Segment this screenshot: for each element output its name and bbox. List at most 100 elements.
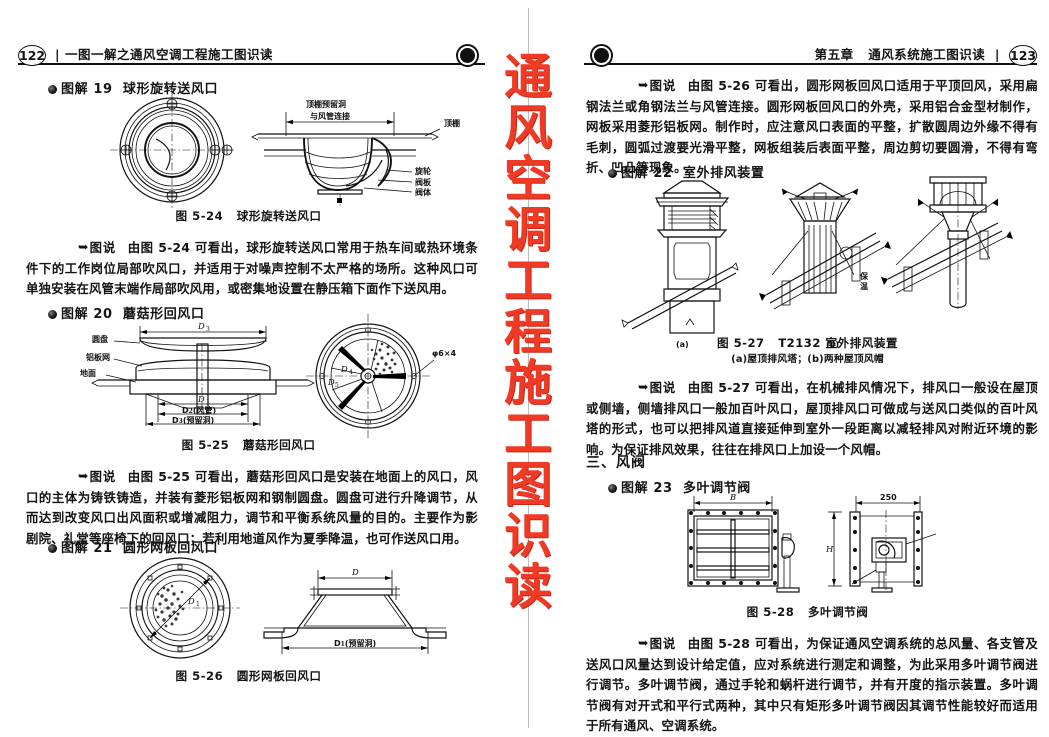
- running-head-chapter: 第五章: [814, 47, 854, 62]
- vtitle-char: 读: [503, 559, 552, 615]
- paragraph-fig-5-28: ➥图说 由图 5-28 可看出，为保证通风空调系统的总风量、各支管及送风口风量达…: [586, 634, 1038, 737]
- figure-number: 图 5-25: [181, 438, 230, 452]
- svg-text:旋轮: 旋轮: [414, 166, 431, 176]
- svg-text:顶棚预留洞: 顶棚预留洞: [306, 99, 346, 109]
- running-head-rule: [18, 63, 485, 65]
- section-label: 图解 19: [61, 82, 113, 97]
- figure-5-28-caption: 图 5-28 多叶调节阀: [566, 604, 1049, 620]
- paragraph-body: 由图 5-27 可看出，在机械排风情况下，排风口一般设在屋顶或侧墙，侧墙排风口一…: [586, 380, 1039, 457]
- running-head-title: 通风系统施工图识读: [868, 47, 986, 62]
- svg-text:阀板: 阀板: [415, 177, 432, 187]
- vtitle-char: 图: [503, 457, 552, 513]
- sub-heading-valves: 三、风阀: [586, 455, 646, 471]
- figure-number: 图 5-24: [175, 209, 224, 223]
- figure-5-25-caption: 图 5-25 蘑菇形回风口: [0, 437, 497, 453]
- filled-circle-bullet-icon: [48, 544, 57, 553]
- paragraph-lead: 图说: [649, 636, 677, 651]
- figure-5-28-drawing: B: [666, 490, 1006, 602]
- section-heading-22: 图解 22 室外排风装置: [608, 162, 765, 181]
- svg-text:D: D: [340, 364, 348, 374]
- svg-text:D: D: [187, 596, 195, 606]
- svg-text:φ6×4: φ6×4: [432, 349, 457, 358]
- paragraph-body: 由图 5-24 可看出，球形旋转送风口常用于热车间或热环境条件下的工作岗位局部吹…: [26, 240, 479, 296]
- section-title: 室外排风装置: [682, 166, 765, 181]
- figure-title: 多叶调节阀: [807, 605, 869, 619]
- double-arrow-icon: ➥: [78, 468, 88, 483]
- svg-text:3: 3: [206, 326, 210, 333]
- paragraph-fig-5-27: ➥图说 由图 5-27 可看出，在机械排风情况下，排风口一般设在屋顶或侧墙，侧墙…: [586, 378, 1038, 460]
- paragraph-body: 由图 5-28 可看出，为保证通风空调系统的总风量、各支管及送风口风量达到设计给…: [586, 636, 1039, 733]
- vtitle-char: 工: [503, 406, 552, 462]
- figure-title: 蘑菇形回风口: [242, 438, 316, 452]
- figure-5-24-caption: 图 5-24 球形旋转送风口: [0, 208, 497, 224]
- filled-circle-bullet-icon: [608, 169, 617, 178]
- left-page-number: 122: [18, 45, 46, 66]
- svg-text:4: 4: [349, 369, 353, 376]
- double-arrow-icon: ➥: [638, 635, 648, 650]
- figure-title: T2132 室外排风装置: [778, 336, 899, 350]
- left-running-head: 122 | 一图一解之通风空调工程施工图识读: [18, 44, 485, 68]
- right-running-head-text: 第五章 通风系统施工图识读 |: [811, 44, 1003, 63]
- vtitle-char: 施: [503, 355, 552, 411]
- running-head-separator: |: [55, 47, 61, 62]
- svg-text:D: D: [197, 394, 205, 404]
- svg-text:(a): (a): [676, 340, 689, 349]
- svg-text:B: B: [729, 492, 736, 502]
- svg-text:250: 250: [880, 493, 897, 502]
- filled-circle-icon: [592, 46, 611, 65]
- section-title: 蘑菇形回风口: [122, 307, 205, 322]
- paragraph-body: 由图 5-26 可看出，圆形网板回风口适用于平顶回风，采用扁钢法兰或角钢法兰与风…: [586, 78, 1039, 175]
- svg-text:D: D: [197, 321, 205, 331]
- paragraph-fig-5-25: ➥图说 由图 5-25 可看出，蘑菇形回风口是安装在地面上的风口，风口的主体为铸…: [26, 467, 478, 549]
- filled-circle-bullet-icon: [48, 310, 57, 319]
- figure-title: 球形旋转送风口: [236, 209, 322, 223]
- svg-text:1: 1: [206, 399, 210, 406]
- vertical-book-title: 通 风 空 调 工 程 施 工 图 识 读: [494, 52, 562, 692]
- svg-text:圆盘: 圆盘: [92, 334, 108, 344]
- svg-text:温: 温: [860, 281, 868, 291]
- svg-text:D2(风管): D2(风管): [182, 405, 216, 415]
- svg-text:顶棚: 顶棚: [444, 118, 460, 128]
- section-heading-19: 图解 19 球形旋转送风口: [48, 78, 218, 97]
- filled-circle-bullet-icon: [608, 484, 617, 493]
- paragraph-fig-5-26: ➥图说 由图 5-26 可看出，圆形网板回风口适用于平顶回风，采用扁钢法兰或角钢…: [586, 76, 1038, 179]
- filled-circle-icon: [458, 46, 477, 65]
- svg-text:H: H: [825, 544, 834, 554]
- paragraph-lead: 图说: [649, 78, 677, 93]
- figure-title: 圆形网板回风口: [236, 669, 322, 683]
- right-page-number: 123: [1009, 45, 1037, 66]
- svg-text:D1(预留洞): D1(预留洞): [334, 638, 376, 648]
- running-head-rule: [584, 63, 1037, 65]
- section-title: 多叶调节阀: [682, 481, 751, 496]
- spine-divider: [528, 8, 529, 728]
- svg-text:D: D: [351, 567, 359, 577]
- paragraph-lead: 图说: [649, 380, 677, 395]
- vtitle-char: 工: [503, 253, 552, 309]
- vtitle-char: 调: [503, 202, 552, 258]
- vtitle-char: 识: [503, 508, 552, 564]
- section-heading-21: 图解 21 圆形网板回风口: [48, 537, 218, 556]
- filled-circle-bullet-icon: [48, 85, 57, 94]
- svg-text:5: 5: [335, 382, 339, 389]
- vtitle-char: 通: [503, 49, 552, 105]
- svg-text:1: 1: [196, 601, 200, 608]
- vtitle-char: 风: [503, 100, 552, 156]
- left-page: 122 | 一图一解之通风空调工程施工图识读 图解 19 球形旋转送风口: [0, 0, 497, 736]
- paragraph-lead: 图说: [89, 240, 117, 255]
- figure-5-27-caption: 图 5-27 T2132 室外排风装置: [566, 335, 1049, 351]
- running-head-separator: |: [994, 47, 1000, 62]
- figure-number: 图 5-28: [746, 605, 795, 619]
- double-arrow-icon: ➥: [78, 239, 88, 254]
- section-heading-20: 图解 20 蘑菇形回风口: [48, 303, 205, 322]
- figure-number: 图 5-26: [175, 669, 224, 683]
- svg-text:(b): (b): [826, 340, 839, 349]
- svg-text:与风管连接: 与风管连接: [310, 111, 350, 121]
- svg-text:D: D: [327, 377, 335, 387]
- figure-5-27-drawing: (a): [600, 175, 1040, 349]
- section-label: 图解 23: [621, 481, 673, 496]
- paragraph-body: 由图 5-25 可看出，蘑菇形回风口是安装在地面上的风口，风口的主体为铸铁铸造，…: [26, 469, 479, 546]
- paragraph-lead: 图说: [89, 469, 117, 484]
- svg-text:保: 保: [859, 271, 869, 281]
